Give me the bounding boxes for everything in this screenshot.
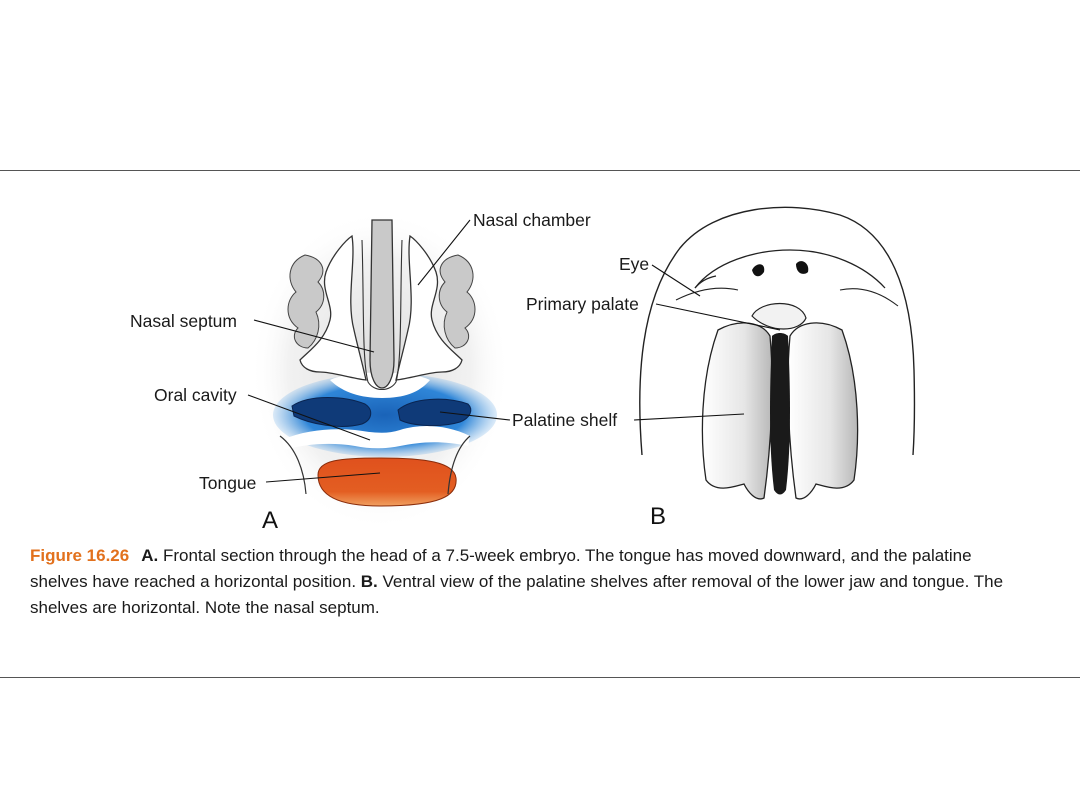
- caption-b-text: Ventral view of the palatine shelves aft…: [30, 572, 1004, 617]
- right-nostril: [796, 261, 809, 274]
- head-outline: [639, 206, 916, 456]
- left-nasal-wall: [299, 234, 367, 381]
- bottom-divider: [0, 677, 1080, 678]
- panel-label-a: A: [262, 507, 278, 534]
- panel-label-b: B: [650, 503, 666, 530]
- label-eye: Eye: [619, 254, 649, 274]
- leader-nasal-chamber: [417, 219, 471, 286]
- label-nasal-chamber: Nasal chamber: [473, 210, 591, 230]
- caption-a-text: Frontal section through the head of a 7.…: [30, 546, 972, 591]
- label-tongue: Tongue: [199, 473, 256, 493]
- panel-b-drawing: [633, 206, 916, 500]
- leader-oral-cavity: [247, 394, 371, 441]
- right-nasal-chamber: [438, 254, 476, 349]
- label-primary-palate: Primary palate: [526, 294, 639, 314]
- caption-b-label: B.: [360, 572, 378, 591]
- left-palatine-shelf: [291, 397, 372, 427]
- embryo-figure: Nasal chamber Nasal septum Oral cavity T…: [130, 206, 916, 534]
- right-palatine-shelf: [397, 398, 472, 427]
- leader-nasal-septum: [253, 319, 375, 353]
- tongue-shape: [317, 457, 457, 507]
- caption-a-label: A.: [141, 546, 159, 565]
- figure-caption: Figure 16.26 A. Frontal section through t…: [30, 543, 1030, 621]
- label-nasal-septum: Nasal septum: [130, 311, 237, 331]
- right-nasal-wall: [395, 234, 463, 381]
- left-nostril: [752, 264, 765, 277]
- label-palatine-shelf: Palatine shelf: [512, 410, 617, 430]
- left-nasal-chamber: [287, 254, 325, 349]
- top-divider: [0, 170, 1080, 171]
- nasal-septum-shape: [369, 219, 395, 389]
- primary-palate-shape: [751, 303, 807, 330]
- leader-eye: [651, 264, 701, 297]
- right-shelf-b: [787, 322, 859, 500]
- leader-palatine-shelf-b: [633, 413, 745, 421]
- leader-tongue: [265, 472, 381, 483]
- panel-a-drawing: [247, 210, 511, 530]
- label-oral-cavity: Oral cavity: [154, 385, 237, 405]
- oral-cavity-opening: [282, 426, 470, 450]
- palatal-cleft: [770, 333, 790, 495]
- figure-number: Figure 16.26: [30, 546, 130, 565]
- left-shelf-b: [701, 322, 773, 500]
- leader-primary-palate: [655, 303, 781, 331]
- leader-palatine-shelf-a: [439, 411, 511, 421]
